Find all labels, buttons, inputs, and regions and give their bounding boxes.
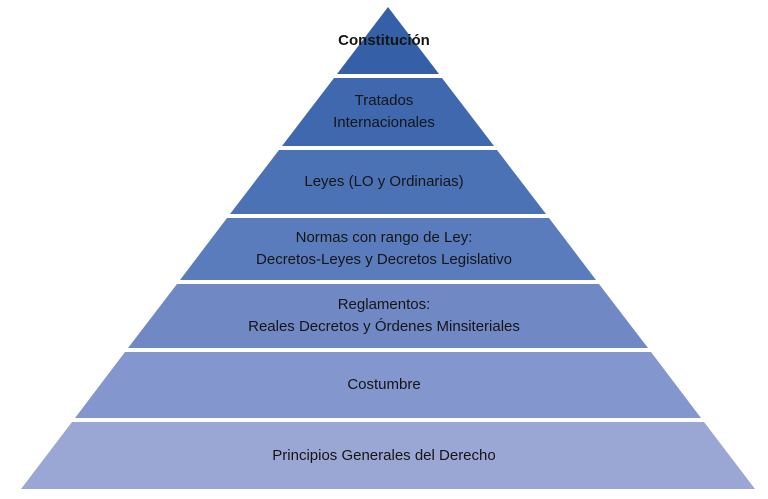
level-4-line-2: Decretos-Leyes y Decretos Legislativo — [256, 251, 512, 268]
level-5-line-1: Reglamentos: — [337, 296, 431, 313]
level-6-line-1: Costumbre — [347, 376, 421, 393]
level-1-line-1: Constitución — [338, 31, 430, 49]
pyramid-label-tratados-internacionales: Tratados Internacionales — [0, 78, 768, 146]
level-3-line-1: Leyes (LO y Ordinarias) — [304, 173, 464, 190]
pyramid-label-constitucion: Constitución — [0, 7, 768, 74]
level-2-line-2: Internacionales — [333, 114, 435, 131]
pyramid-label-normas-con-rango-de-ley: Normas con rango de Ley: Decretos-Leyes … — [0, 218, 768, 280]
level-4-line-1: Normas con rango de Ley: — [295, 229, 473, 246]
pyramid-level-leyes — [230, 150, 546, 214]
level-5-line-2: Reales Decretos y Órdenes Minsiteriales — [248, 318, 520, 335]
pyramid-level-reglamentos — [128, 284, 648, 348]
pyramid-label-costumbre: Costumbre — [0, 352, 768, 418]
pyramid-label-reglamentos: Reglamentos: Reales Decretos y Órdenes M… — [0, 284, 768, 348]
pyramid-level-normas-con-rango-de-ley — [180, 218, 596, 280]
pyramid-label-principios-generales: Principios Generales del Derecho — [0, 422, 768, 489]
pyramid-level-costumbre — [75, 352, 701, 418]
level-2-line-1: Tratados — [354, 92, 414, 109]
pyramid-label-leyes: Leyes (LO y Ordinarias) — [0, 150, 768, 214]
level-7-line-1: Principios Generales del Derecho — [272, 446, 496, 464]
pyramid-level-principios-generales — [21, 422, 755, 489]
